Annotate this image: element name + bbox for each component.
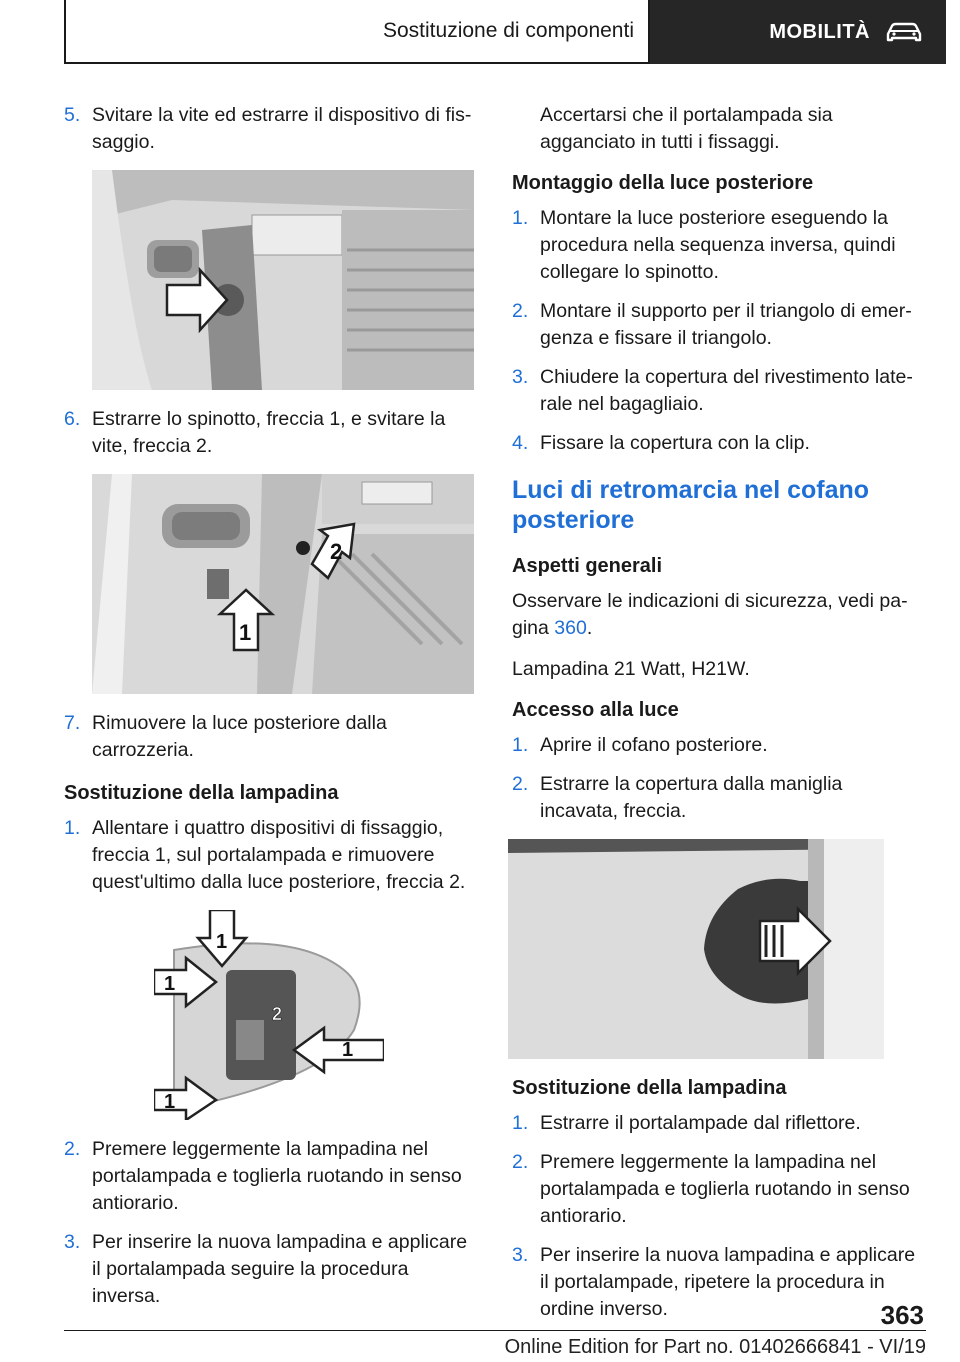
bulb-step-2: 2. Premere leggermente la lampadina nel … bbox=[64, 1136, 478, 1217]
step-text: Fissare la copertura con la clip. bbox=[540, 432, 810, 454]
step-number: 7. bbox=[64, 712, 81, 734]
step-text: Estrarre la copertura dalla maniglia inc… bbox=[540, 773, 843, 822]
step-number: 5. bbox=[64, 104, 81, 126]
figure-handle-cover bbox=[508, 839, 884, 1059]
step-number: 2. bbox=[64, 1138, 81, 1160]
step-text: Montare la luce posteriore eseguendo la … bbox=[540, 207, 896, 283]
step-text: Montare il supporto per il triangolo di … bbox=[540, 300, 912, 349]
step-6: 6. Estrarre lo spinotto, freccia 1, e sv… bbox=[64, 406, 478, 460]
step-text: Per inserire la nuova lampadina e applic… bbox=[92, 1231, 468, 1307]
mount-step-1: 1. Montare la luce posteriore eseguendo … bbox=[512, 205, 924, 286]
arrow-label: 2 bbox=[330, 539, 342, 564]
step-number: 2. bbox=[512, 1151, 529, 1173]
step-text: Allentare i quattro dispositivi di fissa… bbox=[92, 817, 466, 893]
arrow-label: 1 bbox=[216, 931, 227, 953]
chapter-tab-label: MOBILITÀ bbox=[769, 20, 870, 43]
figure-lamp-holder: 1 1 2 1 1 bbox=[154, 910, 384, 1120]
handle-cover-illustration bbox=[508, 839, 884, 1059]
arrow-label: 1 bbox=[164, 973, 175, 995]
arrow-label: 1 bbox=[164, 1091, 175, 1113]
page-number: 363 bbox=[880, 1300, 924, 1330]
replace-step-3: 3. Per inserire la nuova lampadina e app… bbox=[512, 1242, 924, 1323]
mount-step-4: 4. Fissare la copertura con la clip. bbox=[512, 430, 924, 457]
page-link-360[interactable]: 360 bbox=[554, 617, 587, 639]
chapter-tab[interactable]: MOBILITÀ bbox=[650, 0, 946, 64]
step-text: Premere leggermente la lampadina nel por… bbox=[540, 1151, 910, 1227]
step-text: Estrarre lo spinotto, freccia 1, e svita… bbox=[92, 408, 446, 457]
bulb-step-3: 3. Per inserire la nuova lampadina e app… bbox=[64, 1229, 478, 1310]
step-number: 3. bbox=[512, 366, 529, 388]
access-step-1: 1. Aprire il cofano posteriore. bbox=[512, 732, 924, 759]
step-number: 1. bbox=[512, 1112, 529, 1134]
subheading-bulb-replacement: Sostituzione della lampadina bbox=[64, 782, 339, 804]
step-text: Premere leggermente la lampadina nel por… bbox=[92, 1138, 462, 1214]
safety-note-end: . bbox=[586, 617, 593, 639]
replace-step-1: 1. Estrarre il portalampade dal rifletto… bbox=[512, 1110, 924, 1137]
header-left-rule bbox=[64, 0, 66, 64]
step-number: 1. bbox=[512, 207, 529, 229]
fixing-screw-illustration bbox=[92, 170, 474, 390]
right-column: Accertarsi che il portalampada sia aggan… bbox=[508, 102, 924, 1335]
step-text: Aprire il cofano posteriore. bbox=[540, 734, 768, 756]
step-number: 3. bbox=[64, 1231, 81, 1253]
figure-connector-screw: 2 1 bbox=[92, 474, 474, 694]
subheading-rear-light-mounting: Montaggio della luce posteriore bbox=[512, 172, 814, 194]
step-number: 1. bbox=[64, 817, 81, 839]
mount-step-2: 2. Montare il supporto per il triangolo … bbox=[512, 298, 924, 352]
footer-rule bbox=[64, 1330, 926, 1331]
left-column: 5. Svitare la vite ed estrarre il dispos… bbox=[64, 102, 478, 1322]
header-right-rule bbox=[648, 0, 650, 64]
step-number: 4. bbox=[512, 432, 529, 454]
step-number: 2. bbox=[512, 300, 529, 322]
header-bottom-rule bbox=[64, 62, 648, 64]
continuation-note: Accertarsi che il portalampada sia aggan… bbox=[540, 104, 833, 153]
step-5: 5. Svitare la vite ed estrarre il dispos… bbox=[64, 102, 478, 156]
edition-footer: Online Edition for Part no. 01402666841 … bbox=[504, 1336, 926, 1358]
subheading-general: Aspetti generali bbox=[512, 555, 663, 577]
step-text: Svitare la vite ed estrarre il dispositi… bbox=[92, 104, 472, 153]
section-title: Sostituzione di componenti bbox=[383, 19, 634, 42]
subheading-light-access: Accesso alla luce bbox=[512, 699, 679, 721]
step-text: Chiudere la copertura del rivestimento l… bbox=[540, 366, 913, 415]
access-step-2: 2. Estrarre la copertura dalla maniglia … bbox=[512, 771, 924, 825]
connector-screw-illustration: 2 1 bbox=[92, 474, 474, 694]
subheading-bulb-replacement-right: Sostituzione della lampadina bbox=[512, 1077, 787, 1099]
section-heading-reversing-lights: Luci di retromarcia nel cofano posterior… bbox=[512, 476, 870, 534]
replace-step-2: 2. Premere leggermente la lampadina nel … bbox=[512, 1149, 924, 1230]
step-text: Rimuovere la luce posteriore dalla carro… bbox=[92, 712, 387, 761]
step-number: 2. bbox=[512, 773, 529, 795]
figure-fixing-screw bbox=[92, 170, 474, 390]
step-number: 6. bbox=[64, 408, 81, 430]
step-text: Per inserire la nuova lampadina e applic… bbox=[540, 1244, 916, 1320]
mount-step-3: 3. Chiudere la copertura del rivestiment… bbox=[512, 364, 924, 418]
car-icon bbox=[886, 22, 922, 42]
step-7: 7. Rimuovere la luce posteriore dalla ca… bbox=[64, 710, 478, 764]
arrow-label: 1 bbox=[239, 620, 251, 645]
arrow-label: 1 bbox=[342, 1039, 353, 1061]
step-text: Estrarre il portalampade dal riflettore. bbox=[540, 1112, 861, 1134]
safety-note: Osservare le indicazioni di sicurezza, v… bbox=[512, 588, 924, 642]
bulb-spec: Lampadina 21 Watt, H21W. bbox=[512, 658, 750, 680]
safety-note-text: Osservare le indicazioni di sicurezza, v… bbox=[512, 590, 908, 639]
arrow-label: 2 bbox=[272, 1004, 282, 1024]
bulb-step-1: 1. Allentare i quattro dispositivi di fi… bbox=[64, 815, 478, 896]
step-number: 1. bbox=[512, 734, 529, 756]
lamp-holder-illustration: 1 1 2 1 1 bbox=[154, 910, 384, 1120]
step-number: 3. bbox=[512, 1244, 529, 1266]
